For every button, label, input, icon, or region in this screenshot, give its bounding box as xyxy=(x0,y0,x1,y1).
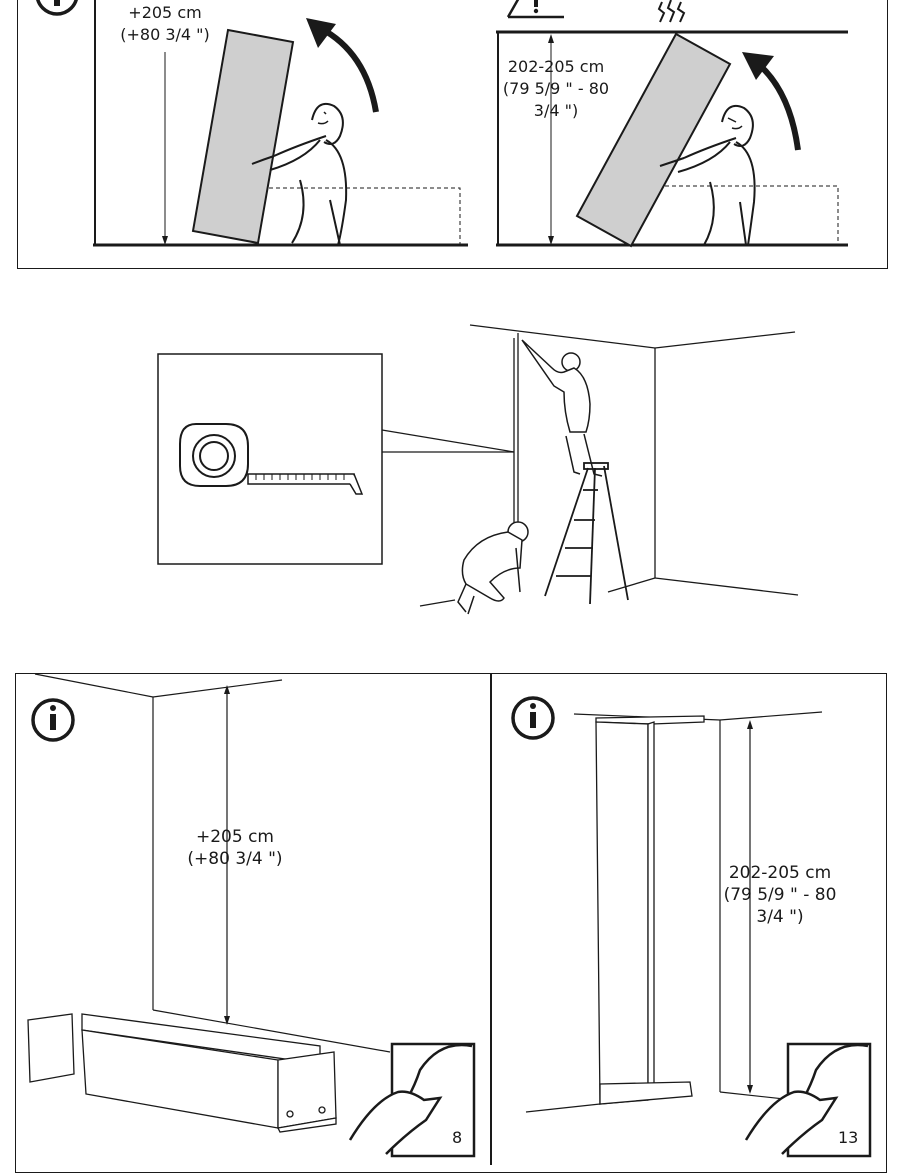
info-icon xyxy=(31,698,75,742)
height-metric: +205 cm xyxy=(195,827,274,847)
info-icon xyxy=(36,0,78,16)
scene-low-ceiling xyxy=(496,30,848,248)
warning-triangle-icon xyxy=(506,0,564,19)
height-imperial: (+80 3/4 ") xyxy=(120,25,210,44)
tape-measure-icon xyxy=(179,423,364,495)
standing-person xyxy=(521,339,603,477)
page-reference-left[interactable]: 8 xyxy=(452,1128,463,1147)
top-panel xyxy=(17,0,888,269)
scene-tall-room xyxy=(93,0,468,247)
height-imperial: (+80 3/4 ") xyxy=(187,849,283,869)
height-label-bottom-left: +205 cm (+80 3/4 ") xyxy=(180,826,290,870)
room-left xyxy=(34,673,391,1053)
bottom-panel-divider xyxy=(490,673,492,1165)
cabinet-standing xyxy=(595,715,705,1105)
height-imperial-1: (79 5/9 " - 80 xyxy=(723,885,837,905)
page-reference-right[interactable]: 13 xyxy=(838,1128,859,1147)
page-turn-hand-icon xyxy=(744,1042,872,1158)
info-icon xyxy=(511,696,555,740)
height-label-top-left: +205 cm (+80 3/4 ") xyxy=(110,2,220,46)
height-imperial-2: 3/4 ") xyxy=(533,101,579,120)
height-metric: +205 cm xyxy=(128,3,202,22)
height-label-bottom-right: 202-205 cm (79 5/9 " - 80 3/4 ") xyxy=(720,862,840,928)
collision-sparks-icon xyxy=(657,0,686,23)
page-turn-hand-icon xyxy=(348,1042,476,1158)
kneeling-person xyxy=(457,521,529,615)
ladder xyxy=(544,462,629,605)
height-imperial-1: (79 5/9 " - 80 xyxy=(502,79,610,98)
cabinet-lying xyxy=(27,1013,337,1133)
height-metric: 202-205 cm xyxy=(507,57,605,76)
height-metric: 202-205 cm xyxy=(728,863,832,883)
height-imperial-2: 3/4 ") xyxy=(756,907,804,927)
height-label-top-right: 202-205 cm (79 5/9 " - 80 3/4 ") xyxy=(497,56,615,122)
